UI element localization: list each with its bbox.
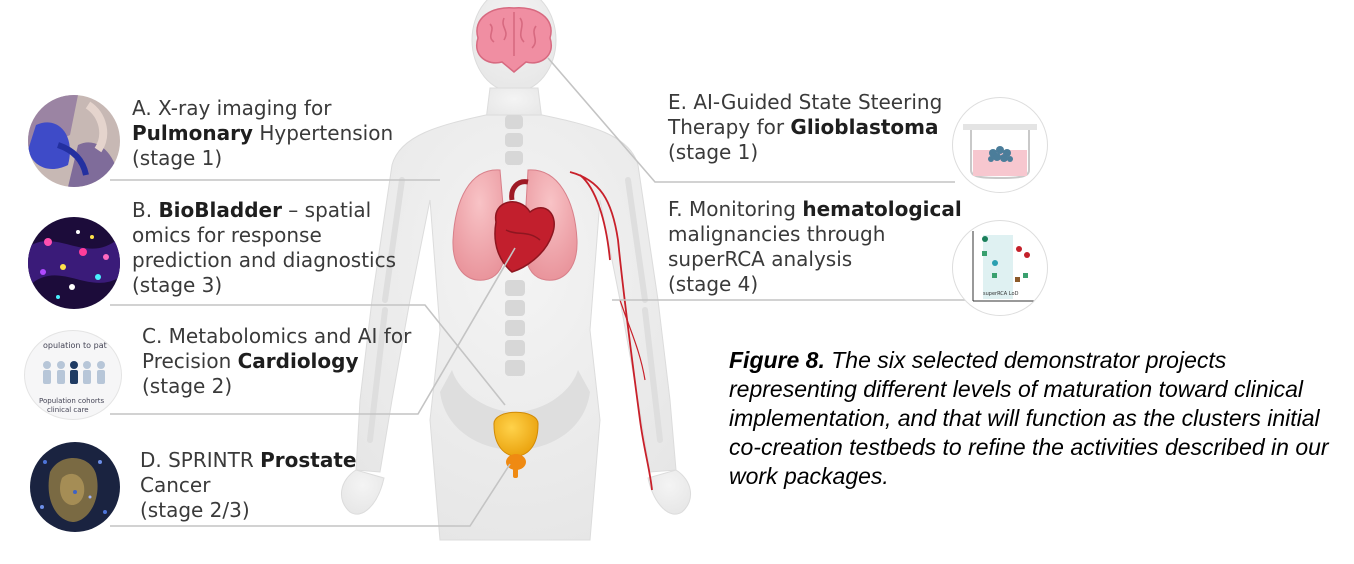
connector-b: [110, 304, 506, 406]
project-c-label: C. Metabolomics and AI for Precision Car…: [142, 324, 411, 399]
thumb-cardiology-bottom-text-2: clinical care: [47, 406, 89, 414]
thumb-glioblastoma: [952, 97, 1048, 193]
thumb-prostate: [30, 442, 120, 532]
project-e-line1: E. AI-Guided State Steering: [668, 90, 943, 114]
project-b-label: B. BioBladder – spatial omics for respon…: [132, 198, 396, 298]
artery-path: [569, 171, 653, 491]
project-a-line1: A. X-ray imaging for: [132, 96, 332, 120]
project-f-line3: superRCA analysis: [668, 247, 853, 271]
brain-organ: [475, 7, 553, 73]
connector-lines: [110, 57, 990, 527]
project-b-rest: – spatial: [281, 198, 372, 222]
thumb-cardiology-top-text: opulation to pat: [43, 341, 107, 350]
connector-c: [110, 247, 516, 415]
project-c-prefix: Precision: [142, 349, 238, 373]
project-e-label: E. AI-Guided State Steering Therapy for …: [668, 90, 942, 165]
caption-text: The six selected demonstrator projects r…: [729, 347, 1329, 489]
heart-organ: [494, 179, 555, 273]
project-a-stage: (stage 1): [132, 146, 223, 170]
project-b-bold: BioBladder: [158, 198, 282, 222]
thumb-xray: [28, 95, 120, 187]
bladder-organ: [493, 411, 539, 478]
connector-d: [110, 463, 511, 527]
project-d-line2: Cancer: [140, 473, 211, 497]
project-a-rest: Hypertension: [252, 121, 394, 145]
thumb-cardiology: opulation to pat Population cohorts clin…: [24, 330, 122, 420]
project-f-line2: malignancies through: [668, 222, 886, 246]
spine: [505, 115, 525, 376]
project-f-bold: hematological: [802, 197, 962, 221]
project-b-line3: prediction and diagnostics: [132, 248, 397, 272]
project-a-label: A. X-ray imaging for Pulmonary Hypertens…: [132, 96, 393, 171]
project-e-stage: (stage 1): [668, 140, 759, 164]
project-a-bold: Pulmonary: [132, 121, 253, 145]
figure-caption: Figure 8. The six selected demonstrator …: [729, 346, 1329, 491]
project-b-line2: omics for response: [132, 223, 322, 247]
project-e-bold: Glioblastoma: [790, 115, 939, 139]
project-d-prefix: D. SPRINTR: [140, 448, 261, 472]
project-d-label: D. SPRINTR Prostate Cancer (stage 2/3): [140, 448, 356, 523]
project-c-stage: (stage 2): [142, 374, 233, 398]
project-c-line1: C. Metabolomics and AI for: [142, 324, 412, 348]
project-f-prefix: F. Monitoring: [668, 197, 803, 221]
thumb-superrca: superRCA LoD: [952, 220, 1048, 316]
project-b-stage: (stage 3): [132, 273, 223, 297]
project-d-bold: Prostate: [260, 448, 357, 472]
project-b-prefix: B.: [132, 198, 159, 222]
project-f-stage: (stage 4): [668, 272, 759, 296]
project-d-stage: (stage 2/3): [140, 498, 250, 522]
project-f-label: F. Monitoring hematological malignancies…: [668, 197, 962, 297]
pelvis: [440, 370, 590, 450]
thumb-biobladder: [28, 217, 120, 309]
project-e-prefix: Therapy for: [668, 115, 791, 139]
caption-label: Figure 8.: [729, 347, 825, 373]
connector-e: [547, 57, 955, 183]
thumb-cardiology-bottom-text-1: Population cohorts: [39, 397, 105, 405]
thumb-superrca-label: superRCA LoD: [983, 291, 1019, 297]
project-c-bold: Cardiology: [237, 349, 359, 373]
